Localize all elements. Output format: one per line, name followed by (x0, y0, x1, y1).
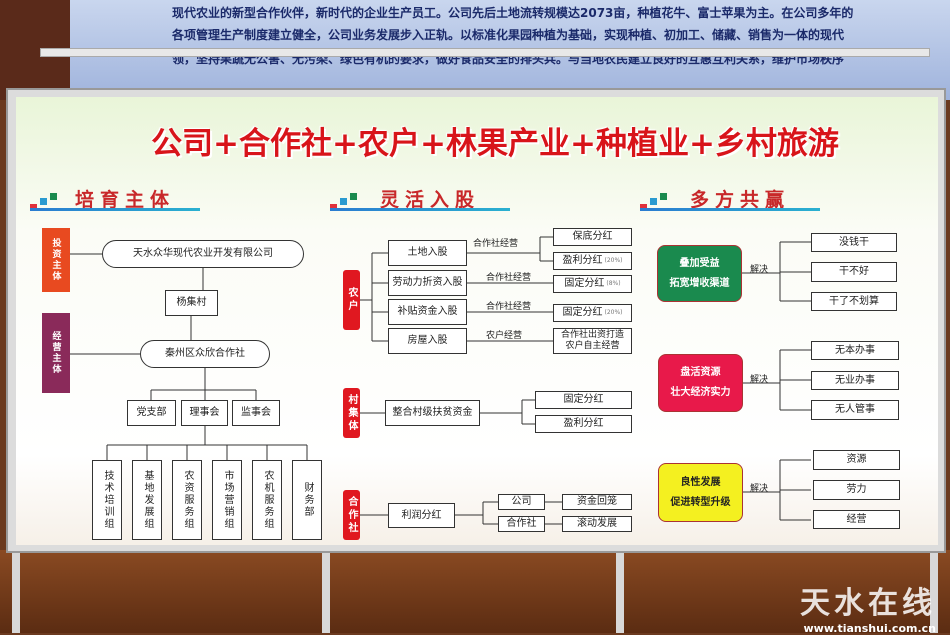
share-item: 劳动力折资入股 (388, 270, 467, 296)
section-marker (340, 198, 347, 205)
board-leg (12, 550, 20, 633)
problem-box: 经营 (813, 510, 900, 529)
result-box: 保底分红 (553, 228, 632, 246)
section-marker (640, 204, 647, 211)
board-leg (930, 550, 938, 633)
share-item: 利润分红 (388, 503, 455, 528)
group-box: 技术培训组 (92, 460, 122, 540)
section-underline (640, 208, 820, 211)
company-box: 天水众华现代农业开发有限公司 (102, 240, 304, 268)
section-marker (350, 193, 357, 200)
group-box: 基地发展组 (132, 460, 162, 540)
section-marker (30, 204, 37, 211)
group-box: 农资服务组 (172, 460, 202, 540)
section-underline (30, 208, 200, 211)
share-item: 房屋入股 (388, 328, 467, 354)
watermark: 天水在线 www.tianshui.com.cn (800, 578, 936, 635)
operation-label: 农户经营 (486, 331, 523, 341)
wall-text-line: 现代农业的新型合作伙伴，新时代的企业生产员工。公司先后土地流转规模达2073亩，… (172, 6, 854, 20)
result-box: 资金回笼 (562, 494, 632, 510)
benefit-line: 良性发展 (680, 476, 721, 488)
operation-label: 合作社经营 (486, 302, 532, 312)
section-title-shares: 灵活入股 (380, 189, 481, 211)
group-box: 农机服务组 (252, 460, 282, 540)
share-item: 补贴资金入股 (388, 299, 467, 325)
problem-box: 无本办事 (811, 341, 899, 360)
section-underline (330, 208, 510, 211)
board-rail (40, 48, 930, 57)
side-label-operator: 经营主体 (42, 313, 70, 393)
benefit-line: 拓宽增收渠道 (669, 277, 730, 289)
watermark-logo: 天水在线 (800, 586, 936, 621)
section-marker (50, 193, 57, 200)
floor (0, 550, 950, 633)
result-note: (8%) (606, 280, 621, 288)
group-box: 市场营销组 (212, 460, 242, 540)
result-note: (20%) (604, 309, 623, 317)
label-cooperative: 合作社 (343, 490, 360, 540)
section-marker (660, 193, 667, 200)
share-item: 土地入股 (388, 240, 467, 266)
result-note: (20%) (604, 257, 623, 265)
board-leg (616, 550, 624, 633)
benefit-box-income: 叠加受益拓宽增收渠道 (657, 245, 742, 302)
benefit-line: 壮大经济实力 (670, 387, 731, 398)
result-box: 合作社出资打造 农户自主经营 (553, 328, 632, 354)
benefit-line: 叠加受益 (679, 257, 720, 269)
board-leg (322, 550, 330, 633)
label-village-collective: 村集体 (343, 388, 360, 438)
board (16, 97, 938, 545)
operation-label: 合作社经营 (473, 239, 519, 249)
result-text: 盈利分红 (562, 255, 603, 266)
section-marker (40, 198, 47, 205)
problem-box: 资源 (813, 450, 900, 470)
result-text: 固定分红 (562, 307, 603, 318)
label-farmer: 农户 (343, 270, 360, 330)
watermark-url: www.tianshui.com.cn (803, 622, 936, 635)
branch-box: 合作社 (498, 516, 545, 532)
benefit-line: 促进转型升级 (670, 496, 731, 508)
result-box: 固定分红 (535, 391, 632, 409)
wall-text-line: 各项管理生产制度建立健全，公司业务发展步入正轨。以标准化果园种植为基础，实现种植… (172, 28, 845, 42)
board-title: 公司+合作社+农户+林果产业+种植业+乡村旅游 (151, 126, 839, 162)
coop-box: 秦州区众欣合作社 (140, 340, 270, 368)
village-box: 杨集村 (165, 290, 218, 316)
section-title-winwin: 多方共赢 (690, 189, 791, 211)
section-title-cultivate: 培育主体 (75, 189, 176, 211)
problem-box: 无人管事 (811, 400, 899, 420)
branch-box: 公司 (498, 494, 545, 510)
org-supervisory: 监事会 (232, 400, 280, 426)
solve-label: 解决 (750, 375, 769, 385)
operation-label: 合作社经营 (486, 273, 532, 283)
result-box: 固定分红(20%) (553, 304, 632, 322)
side-label-investor: 投资主体 (42, 228, 70, 292)
problem-box: 没钱干 (811, 233, 897, 252)
result-text: 固定分红 (564, 278, 605, 289)
benefit-line: 盘活资源 (680, 367, 721, 378)
org-party-branch: 党支部 (127, 400, 176, 426)
section-marker (650, 198, 657, 205)
group-box: 财务部 (292, 460, 322, 540)
result-box: 盈利分红 (535, 415, 632, 433)
result-text: 保底分红 (572, 231, 613, 242)
problem-box: 干不好 (811, 262, 897, 282)
section-marker (330, 204, 337, 211)
benefit-box-resources: 盘活资源壮大经济实力 (658, 354, 743, 412)
result-box: 固定分红(8%) (553, 275, 632, 293)
result-box: 滚动发展 (562, 516, 632, 532)
result-box: 盈利分红(20%) (553, 252, 632, 270)
share-item: 整合村级扶贫资金 (385, 400, 480, 426)
solve-label: 解决 (750, 484, 769, 494)
benefit-box-development: 良性发展促进转型升级 (658, 463, 743, 522)
problem-box: 劳力 (813, 480, 900, 500)
problem-box: 无业办事 (811, 371, 899, 390)
org-council: 理事会 (181, 400, 228, 426)
solve-label: 解决 (750, 265, 769, 275)
problem-box: 干了不划算 (811, 292, 897, 311)
